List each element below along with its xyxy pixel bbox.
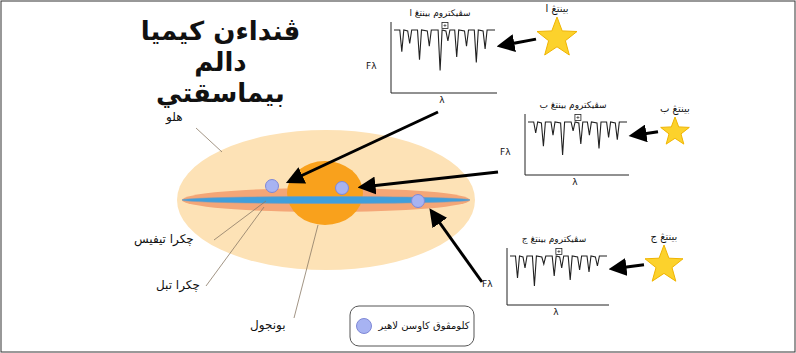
spectrum-node: سڤيکتروم بينتڠ ا Fλ λ — [364, 8, 498, 106]
plot-axes — [391, 22, 497, 93]
bulge-shape — [287, 161, 363, 225]
birth-clump — [412, 195, 425, 208]
connector-arrow — [501, 39, 536, 46]
part-label: چكرا تبل — [156, 278, 200, 294]
star-node: بينتڠ ب — [658, 102, 692, 145]
spectrum-line — [528, 122, 627, 155]
birth-clump — [336, 182, 349, 195]
legend-text: كلومڤوق كاوسن لاهير — [378, 320, 470, 333]
star-node: بينتڠ ا — [536, 2, 578, 57]
plot-axes — [507, 248, 609, 305]
spectrum-plot — [506, 248, 610, 306]
connector-arrow — [633, 132, 658, 136]
plot-area: Fλ — [364, 22, 498, 94]
axis-label: λ — [498, 177, 630, 189]
spectrum-title: سڤيکتروم بينتڠ ب — [498, 100, 630, 112]
spectrum-plot — [524, 114, 630, 176]
marker-square — [575, 114, 581, 120]
diagram-title: ڤنداءن كيميا دالم بيماسقتي — [138, 16, 303, 110]
birth-clump — [266, 180, 279, 193]
spectrum-title: سڤيکتروم بينتڠ ج — [480, 234, 610, 246]
plot-area: Fλ — [480, 248, 610, 306]
star-icon — [644, 243, 684, 283]
spectrum-line — [394, 30, 495, 71]
spectrum-title: سڤيکتروم بينتڠ ا — [364, 8, 498, 20]
halo-shape — [177, 130, 475, 270]
spectrum-node: سڤيکتروم بينتڠ ج Fλ λ — [480, 234, 610, 318]
spectrum-plot — [390, 22, 498, 94]
axis-label: λ — [364, 95, 498, 107]
star-icon — [536, 15, 578, 57]
leader-lines — [196, 128, 318, 318]
marker-square — [442, 22, 448, 28]
thin-disk-shape — [182, 197, 470, 204]
connector-arrow — [613, 265, 644, 269]
axis-label: Fλ — [500, 148, 511, 157]
plot-area: Fλ — [498, 114, 630, 176]
star-icon — [660, 115, 690, 145]
star-label: بينتڠ ج — [644, 230, 684, 243]
star-shape — [645, 245, 683, 281]
star-shape — [537, 17, 577, 55]
star-label: بينتڠ ب — [658, 102, 692, 115]
marker-cross — [443, 24, 446, 27]
part-label: بونجول — [250, 318, 286, 334]
spectrum-line — [510, 256, 607, 286]
legend-swatch — [356, 318, 372, 334]
part-label: هلو — [166, 110, 183, 126]
axis-label: Fλ — [366, 62, 377, 71]
marker-cross — [576, 116, 579, 119]
star-node: بينتڠ ج — [644, 230, 684, 283]
legend-entry: كلومڤوق كاوسن لاهير — [356, 310, 470, 342]
legend-box — [350, 306, 474, 346]
marker-square — [556, 248, 562, 254]
star-shape — [661, 117, 690, 144]
axis-label: Fλ — [482, 280, 493, 289]
star-label: بينتڠ ا — [536, 2, 578, 15]
marker-cross — [557, 250, 560, 253]
part-label: چكرا تيفيس — [134, 232, 194, 248]
axis-label: λ — [480, 307, 610, 319]
plot-axes — [525, 114, 629, 175]
spectrum-node: سڤيکتروم بينتڠ ب Fλ λ — [498, 100, 630, 188]
pointer-arrows — [290, 112, 498, 282]
